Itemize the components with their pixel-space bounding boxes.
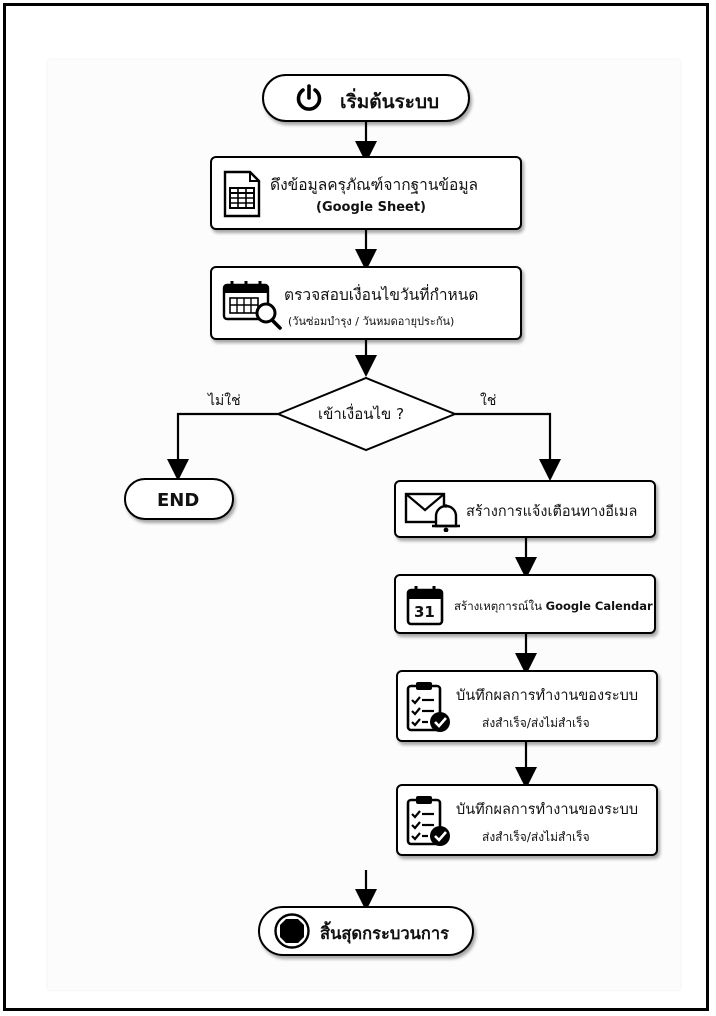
finish-label: สิ้นสุดกระบวนการ (320, 924, 449, 943)
fetch-line2: (Google Sheet) (316, 200, 426, 215)
arrow-decision-no (167, 412, 278, 481)
finish-node: สิ้นสุดกระบวนการ (258, 906, 474, 956)
calendar-31-icon (406, 586, 444, 626)
decision-diamond (275, 376, 458, 452)
check-line2: (วันซ่อมบำรุง / วันหมดอายุประกัน) (288, 315, 455, 328)
log1-line2: ส่งสำเร็จ/ส่งไม่สำเร็จ (482, 716, 590, 730)
branch-yes-label: ใช่ (480, 393, 497, 409)
email-label: สร้างการแจ้งเตือนทางอีเมล (466, 504, 638, 520)
log2-line1: บันทึกผลการทำงานของระบบ (456, 802, 639, 818)
log2-line2: ส่งสำเร็จ/ส่งไม่สำเร็จ (482, 830, 590, 844)
clipboard-check-icon (406, 796, 450, 846)
calendar-day: 31 (414, 603, 435, 621)
calendar-label-prefix: สร้างเหตุการณ์ใน (454, 599, 546, 613)
start-node: เริ่มต้นระบบ (262, 74, 470, 122)
log1-line1: บันทึกผลการทำงานของระบบ (456, 688, 639, 704)
start-label: เริ่มต้นระบบ (340, 91, 440, 113)
check-line1: ตรวจสอบเงื่อนไขวันที่กำหนด (284, 286, 479, 304)
clipboard-check-icon (406, 682, 450, 732)
stop-octagon-icon (274, 913, 310, 949)
fetch-data-node: ดึงข้อมูลครุภัณฑ์จากฐานข้อมูล (Google Sh… (210, 156, 522, 230)
log-result-node-1: บันทึกผลการทำงานของระบบ ส่งสำเร็จ/ส่งไม่… (396, 670, 658, 742)
spreadsheet-icon (223, 170, 261, 218)
log-result-node-2: บันทึกผลการทำงานของระบบ ส่งสำเร็จ/ส่งไม่… (396, 784, 658, 856)
check-condition-node: ตรวจสอบเงื่อนไขวันที่กำหนด (วันซ่อมบำรุง… (210, 266, 522, 340)
power-icon (296, 84, 322, 111)
branch-no-label: ไม่ใช่ (208, 393, 241, 409)
calendar-label-bold: Google Calendar (545, 599, 653, 613)
fetch-line1: ดึงข้อมูลครุภัณฑ์จากฐานข้อมูล (270, 176, 479, 194)
decision-label: เข้าเงื่อนไข ? (318, 405, 405, 423)
email-alert-node: สร้างการแจ้งเตือนทางอีเมล (394, 480, 656, 538)
calendar-label: สร้างเหตุการณ์ใน Google Calendar (454, 598, 653, 616)
end-node: END (124, 478, 234, 520)
diagram-frame (3, 3, 709, 1011)
arrow-decision-yes (455, 412, 561, 481)
calendar-event-node: 31 สร้างเหตุการณ์ใน Google Calendar (394, 574, 656, 634)
end-label: END (157, 490, 200, 511)
envelope-bell-icon (404, 492, 460, 532)
calendar-search-icon (222, 281, 282, 330)
